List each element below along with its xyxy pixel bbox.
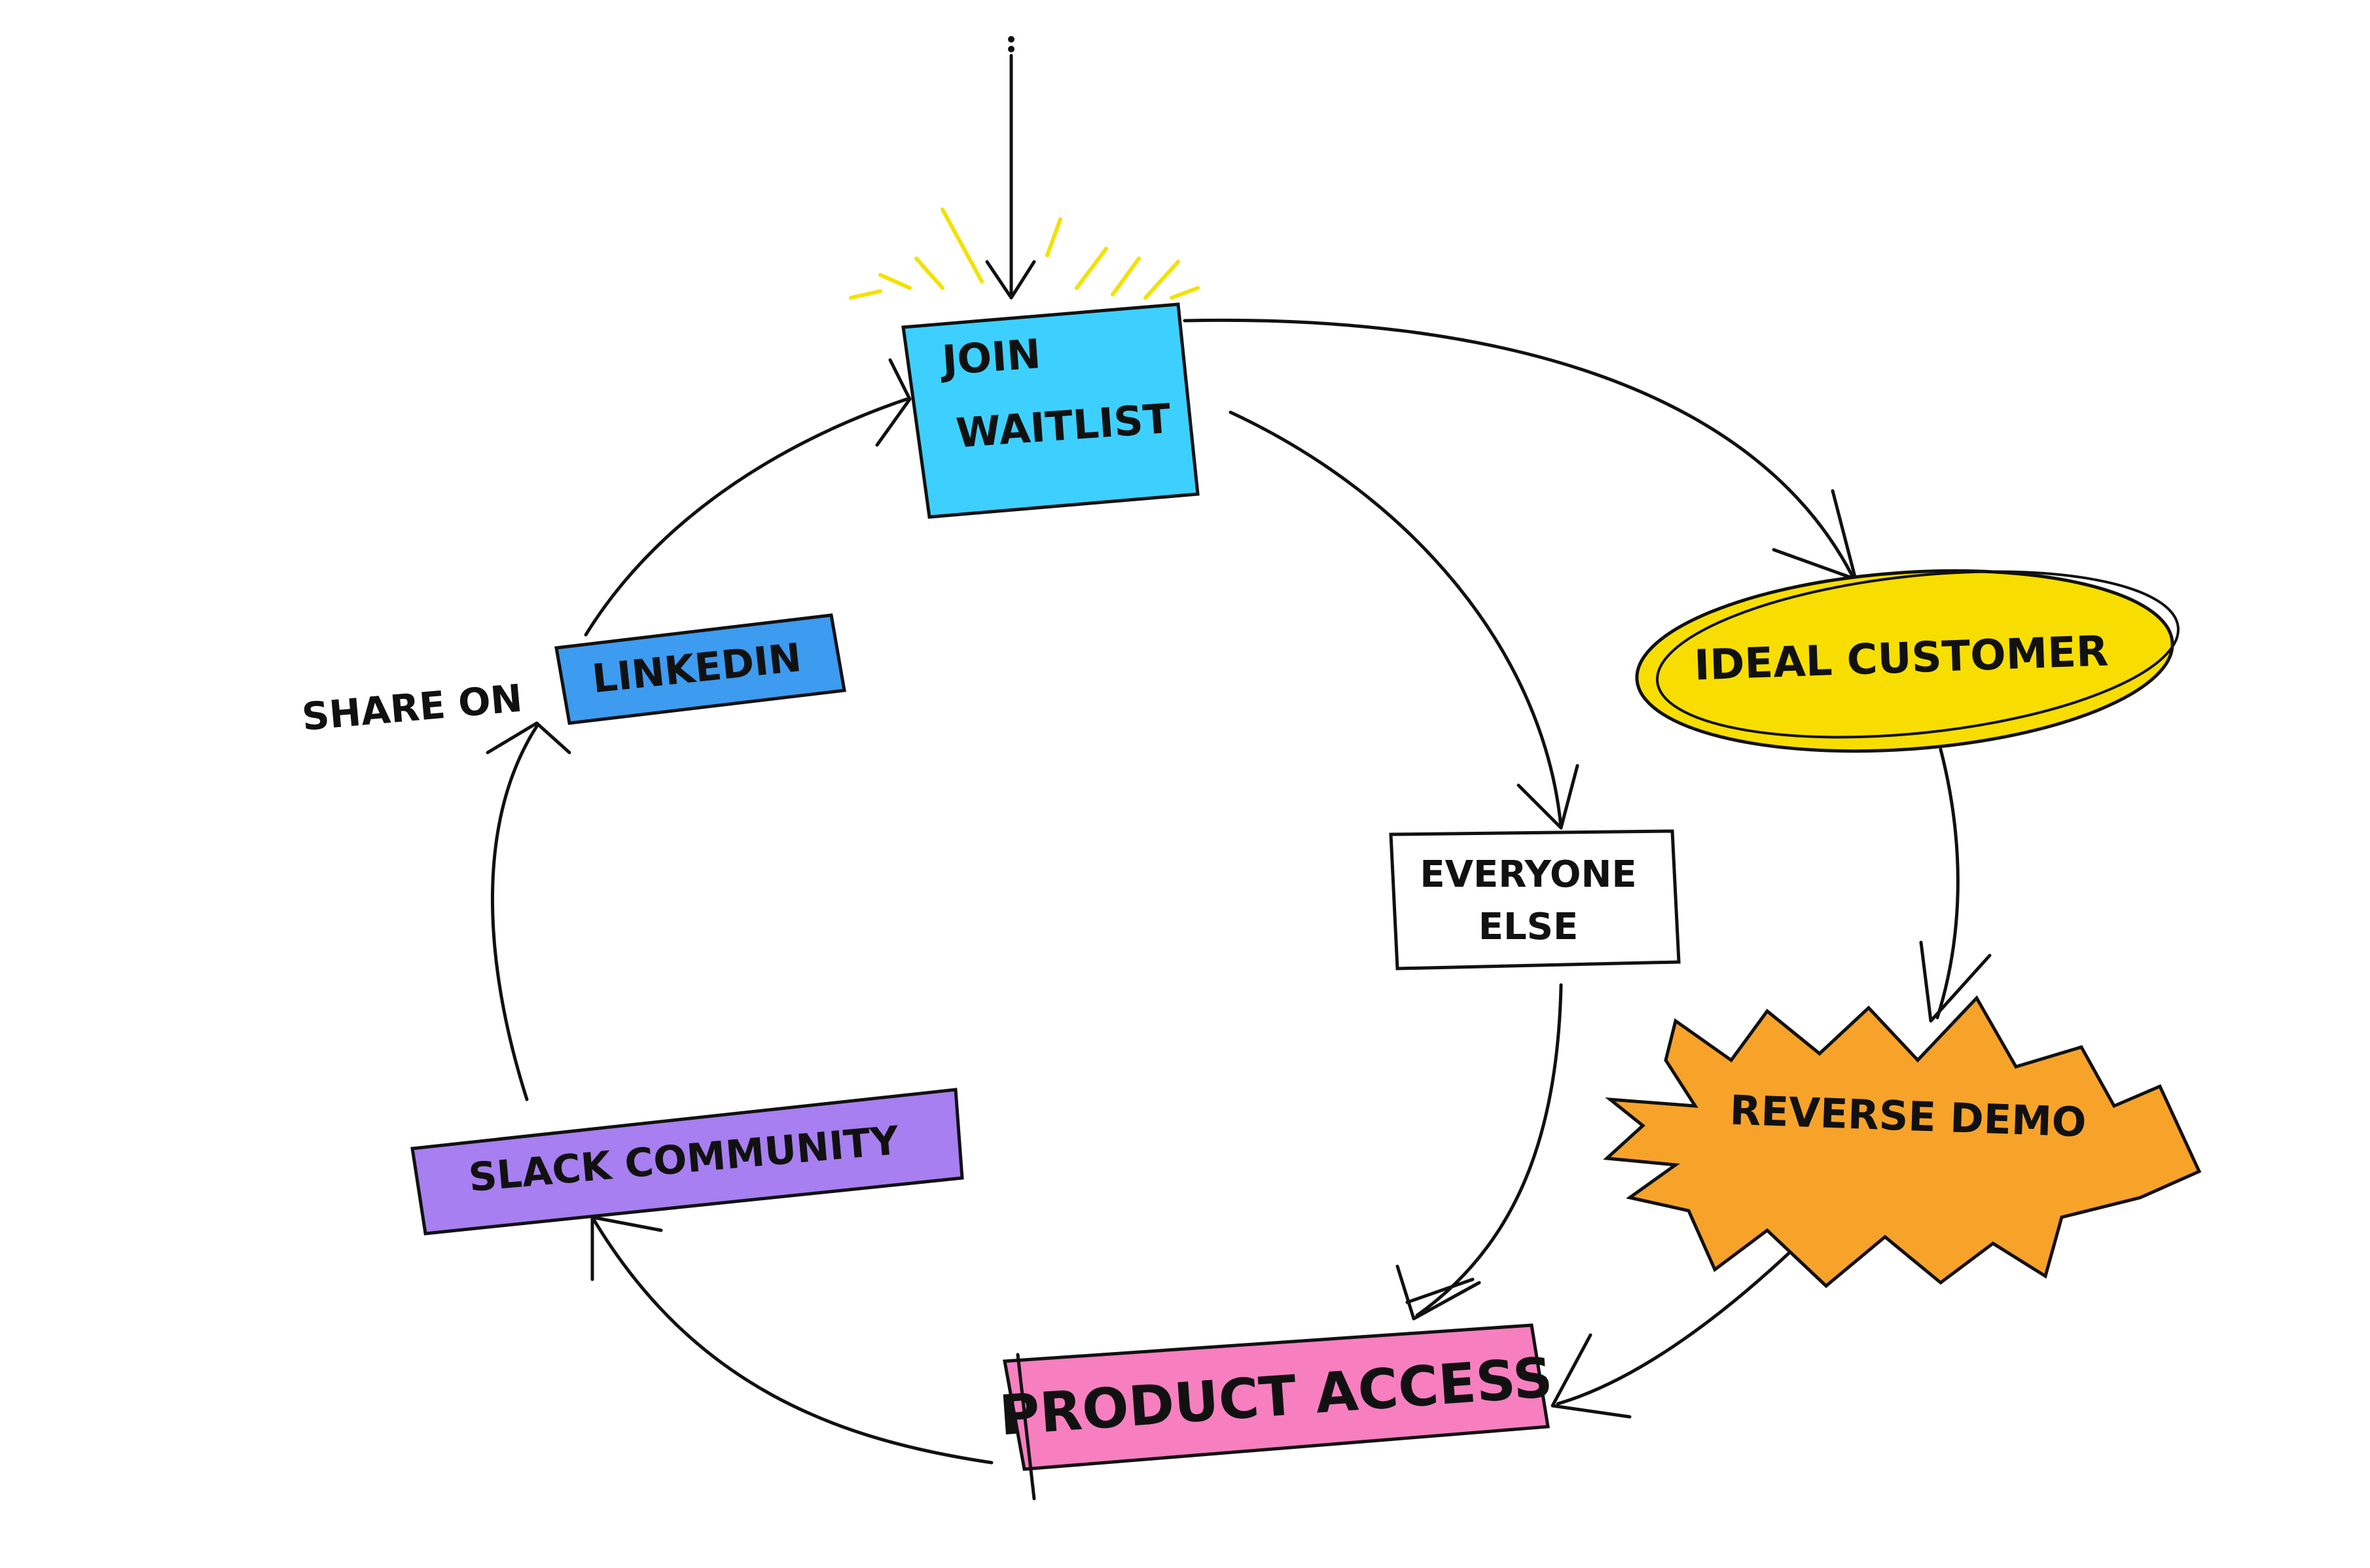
ray	[849, 289, 882, 300]
product-access-box	[1003, 1323, 1550, 1471]
share-on-label: SHARE ON	[300, 676, 524, 739]
ray	[1170, 286, 1200, 300]
reverse-demo-burst	[1603, 995, 2202, 1289]
join-waitlist-line1: JOIN	[938, 330, 1042, 385]
entry-dot	[1008, 36, 1014, 43]
node-product-access: PRODUCT ACCESS	[997, 1323, 1554, 1501]
arrow-to-slack-community	[590, 1215, 994, 1465]
everyone-else-box	[1389, 829, 1681, 971]
everyone-else-line1: EVERYONE	[1420, 853, 1636, 896]
ray	[941, 207, 984, 283]
entry-arrow-head	[985, 260, 1036, 300]
arrow-everyone-else-to-product-access-head-extra	[1405, 1277, 1475, 1304]
arrow-to-everyone-else	[1229, 410, 1563, 830]
ray	[1075, 247, 1108, 290]
arrow-to-reverse-demo-head	[1919, 940, 1992, 1023]
everyone-else-line2: ELSE	[1479, 906, 1579, 948]
node-ideal-customer: IDEAL CUSTOMER	[1635, 569, 2180, 753]
ray	[1143, 260, 1180, 300]
ray	[1045, 217, 1062, 257]
node-slack-community: SLACK COMMUNITY	[410, 1088, 964, 1236]
connectors	[486, 36, 1992, 1465]
arrow-to-ideal-customer	[1183, 318, 1854, 578]
arrow-reverse-demo-to-product-access	[1556, 1215, 1828, 1406]
arrow-to-join-waitlist-head	[875, 358, 912, 447]
arrow-reverse-demo-to-product-access-head	[1551, 1333, 1632, 1419]
join-waitlist-box	[901, 302, 1200, 519]
entry-dot	[1008, 46, 1014, 52]
arrow-everyone-else-to-product-access-head	[1395, 1264, 1481, 1321]
node-share-on-linkedin: SHARE ON LINKEDIN	[300, 613, 846, 739]
node-join-waitlist: JOIN WAITLIST	[901, 302, 1200, 519]
slack-community-box	[410, 1088, 964, 1236]
highlight-rays	[849, 207, 1200, 300]
ray	[1111, 257, 1141, 296]
ideal-customer-ellipse-outline	[1655, 570, 2180, 739]
arrow-to-ideal-customer-head	[1772, 489, 1858, 581]
arrow-to-linkedin	[490, 724, 539, 1101]
arrow-to-reverse-demo	[1935, 747, 1960, 1020]
arrow-everyone-else-to-product-access	[1415, 983, 1563, 1317]
ray	[878, 273, 912, 290]
product-access-box-inner	[1016, 1353, 1036, 1501]
node-everyone-else: EVERYONE ELSE	[1389, 829, 1681, 971]
arrow-to-linkedin-head	[486, 721, 571, 755]
arrow-to-join-waitlist	[584, 397, 908, 637]
ideal-customer-ellipse	[1635, 569, 2174, 753]
linkedin-box	[554, 613, 846, 725]
node-reverse-demo: REVERSE DEMO	[1603, 995, 2202, 1289]
ray	[914, 257, 944, 290]
arrow-to-everyone-else-head	[1517, 764, 1579, 830]
